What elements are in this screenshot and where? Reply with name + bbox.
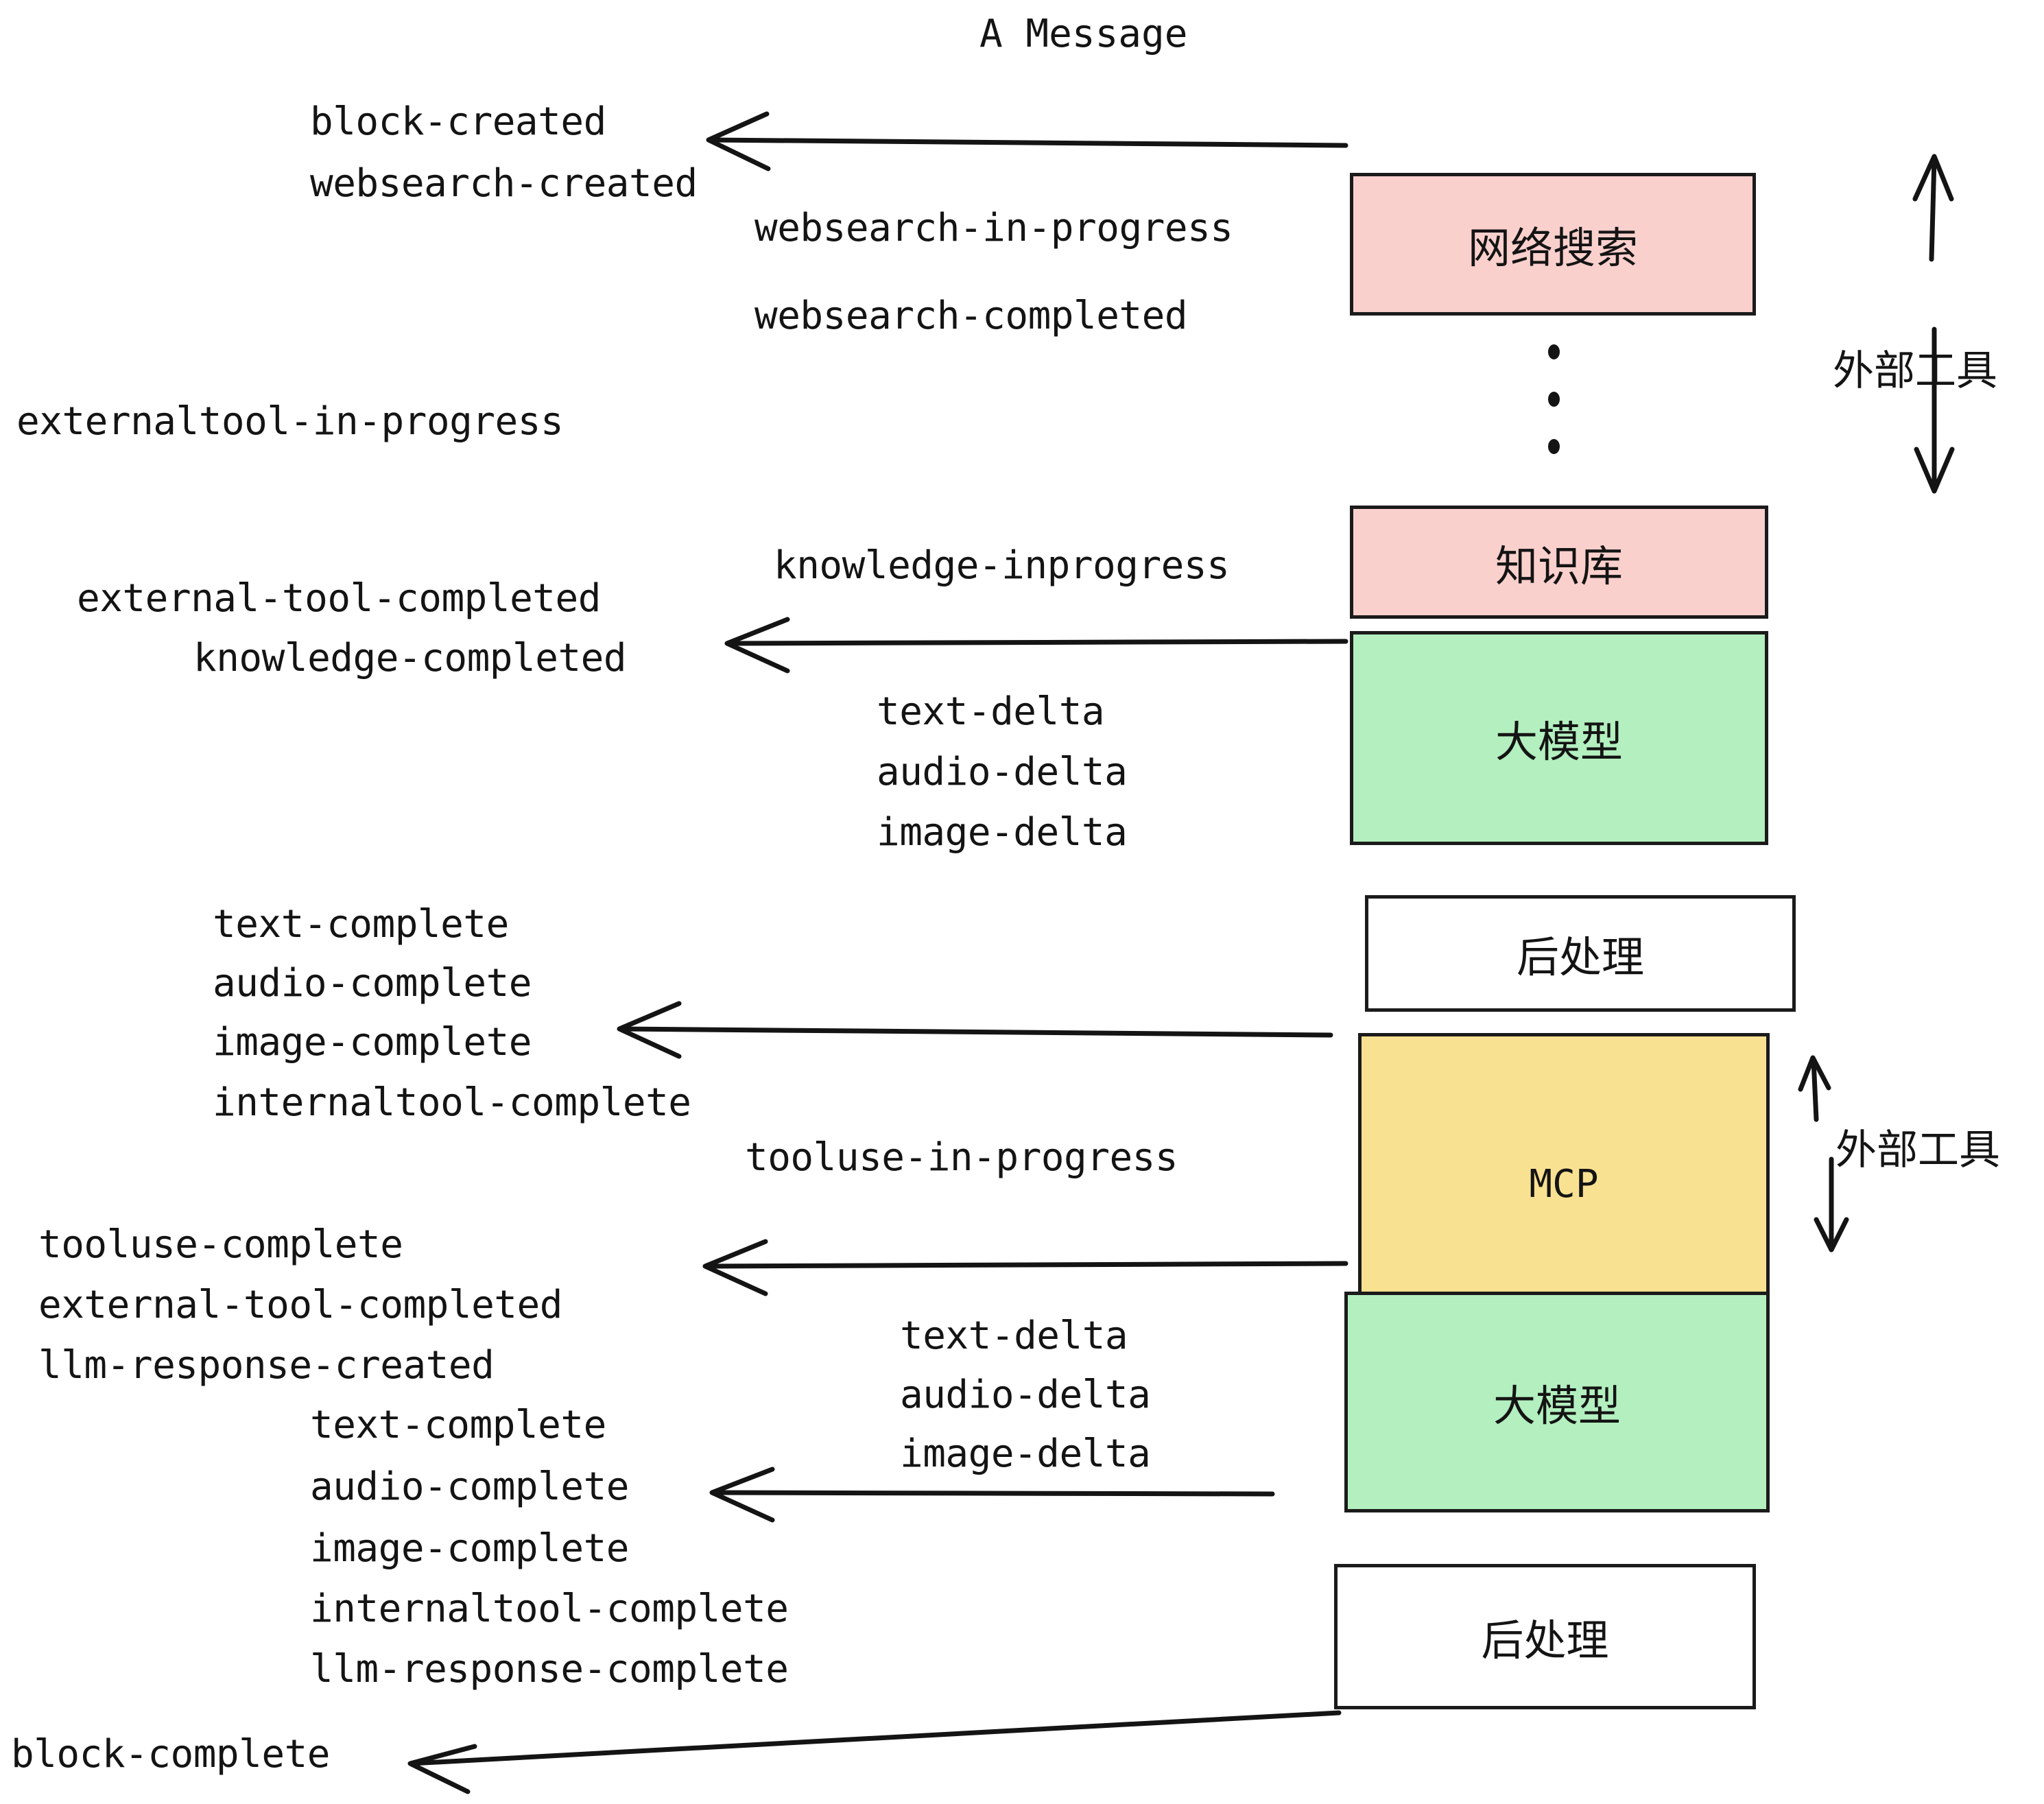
event-audio-delta-2: audio-delta [900,1373,1151,1417]
arrow-postprocess1-to-imagecomplete [617,1001,1333,1059]
event-block-complete: block-complete [11,1732,331,1777]
arrow-mcp-to-toolusecomplete [702,1239,1348,1296]
box-llm-2-label: 大模型 [1493,1381,1621,1431]
event-internaltool-complete-2: internaltool-complete [310,1587,789,1631]
arrow-external-tool-bottom-up [1798,1055,1831,1122]
event-text-delta-1: text-delta [877,689,1105,734]
event-llm-response-complete: llm-response-complete [310,1647,789,1692]
box-websearch[interactable]: 网络搜索 [1350,173,1756,316]
event-knowledge-completed: knowledge-completed [193,636,627,680]
event-internaltool-complete-1: internaltool-complete [213,1080,691,1125]
event-image-delta-2: image-delta [900,1432,1151,1476]
arrow-postprocess2-to-blockcomplete [407,1710,1342,1794]
event-tooluse-complete: tooluse-complete [38,1222,403,1267]
event-websearch-completed: websearch-completed [754,294,1188,338]
event-image-complete-1: image-complete [213,1020,532,1065]
box-mcp[interactable]: MCP [1358,1033,1770,1335]
ellipsis-dot [1547,344,1560,359]
ellipsis-dot [1547,392,1560,407]
event-websearch-in-progress: websearch-in-progress [754,206,1233,250]
box-knowledgebase-label: 知识库 [1495,541,1623,591]
side-label-external-tool-top: 外部工具 [1833,347,1997,395]
event-audio-complete-2: audio-complete [310,1464,630,1509]
arrow-llm2-to-audiocomplete [709,1467,1275,1523]
event-externaltool-in-progress: externaltool-in-progress [16,399,564,444]
box-knowledgebase[interactable]: 知识库 [1350,506,1768,619]
event-image-complete-2: image-complete [310,1526,630,1571]
box-llm-2[interactable]: 大模型 [1344,1292,1770,1512]
event-text-complete-1: text-complete [213,902,509,947]
ellipsis-dot [1547,439,1560,454]
box-llm-1-label: 大模型 [1495,717,1623,767]
event-tooluse-in-progress: tooluse-in-progress [745,1135,1178,1180]
arrow-knowledge-to-knowledgecompleted [724,617,1348,674]
box-mcp-label: MCP [1529,1161,1599,1207]
event-block-created: block-created [310,99,606,144]
box-postprocess-1-label: 后处理 [1516,932,1644,982]
event-external-tool-completed-2: external-tool-completed [38,1283,562,1327]
event-text-delta-2: text-delta [900,1314,1128,1358]
page-title: A Message [979,12,1188,56]
box-postprocess-2[interactable]: 后处理 [1334,1564,1756,1709]
box-websearch-label: 网络搜索 [1467,223,1638,273]
event-llm-response-created: llm-response-created [38,1343,495,1388]
event-knowledge-inprogress: knowledge-inprogress [774,543,1230,588]
event-audio-delta-1: audio-delta [877,750,1128,794]
event-websearch-created: websearch-created [310,161,698,206]
box-postprocess-2-label: 后处理 [1481,1615,1609,1665]
arrow-external-tool-top-up [1912,154,1954,262]
box-postprocess-1[interactable]: 后处理 [1365,895,1796,1012]
event-image-delta-1: image-delta [877,810,1128,855]
event-audio-complete-1: audio-complete [213,961,532,1006]
event-text-complete-2: text-complete [310,1403,606,1447]
box-llm-1[interactable]: 大模型 [1350,631,1768,845]
vertical-ellipsis [1547,344,1560,454]
event-external-tool-completed-1: external-tool-completed [77,576,601,621]
arrow-websearch-to-blockcreated [706,111,1348,171]
side-label-external-tool-bottom: 外部工具 [1835,1126,2000,1174]
